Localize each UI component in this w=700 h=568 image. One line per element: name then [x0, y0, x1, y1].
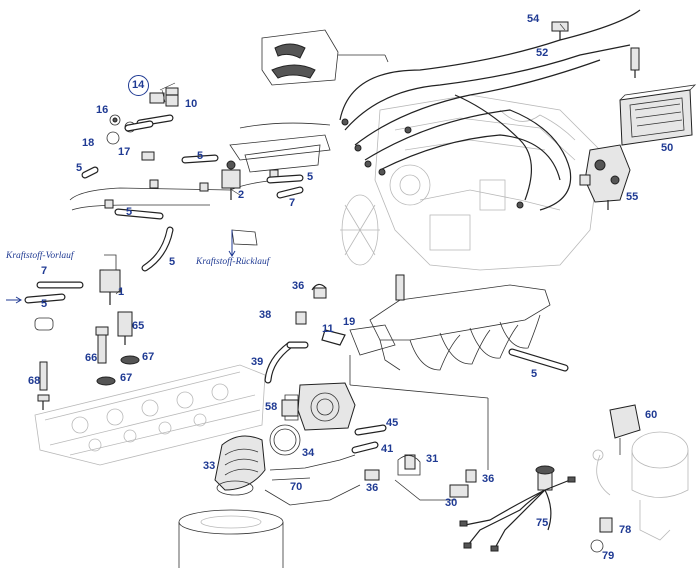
part-label-5-b: 5 [197, 150, 204, 162]
part-label-79: 79 [602, 550, 615, 562]
part-label-1: 1 [118, 286, 125, 298]
part-label-70: 70 [290, 481, 303, 493]
part-label-5-g: 5 [531, 368, 538, 380]
part-label-75: 75 [536, 517, 549, 529]
part-label-7-b: 7 [41, 265, 48, 277]
part-label-31: 31 [426, 453, 439, 465]
part-label-68: 68 [28, 375, 41, 387]
part-label-78: 78 [619, 524, 632, 536]
engine-block-ghost [340, 94, 601, 271]
part-label-36-c: 36 [366, 482, 379, 494]
part-label-50: 50 [661, 142, 674, 154]
part-label-36-b: 36 [482, 473, 495, 485]
part-label-14: 14 [132, 79, 145, 91]
part-label-45: 45 [386, 417, 399, 429]
part-label-10: 10 [185, 98, 198, 110]
cylinder-head [34, 364, 266, 466]
part-label-5-e: 5 [169, 256, 176, 268]
fuel-return-annotation: Kraftstoff-Rücklauf [196, 257, 270, 267]
throttle-assembly [178, 283, 477, 568]
leader-lines [115, 23, 566, 295]
part-label-67-a: 67 [142, 351, 155, 363]
part-label-34: 34 [302, 447, 315, 459]
part-label-2: 2 [238, 189, 245, 201]
part-label-7-a: 7 [289, 197, 296, 209]
part-label-67-b: 67 [120, 372, 133, 384]
part-label-5-f: 5 [41, 298, 48, 310]
glow-plugs [37, 311, 140, 410]
part-label-65: 65 [132, 320, 145, 332]
wiring-harness [339, 9, 641, 211]
part-label-60: 60 [645, 409, 658, 421]
part-label-16: 16 [96, 104, 109, 116]
sensor-harness-75 [459, 465, 613, 553]
part-label-36-a: 36 [292, 280, 305, 292]
part-label-33: 33 [203, 460, 216, 472]
part-label-39: 39 [251, 356, 264, 368]
part-label-11: 11 [322, 323, 334, 335]
part-label-5-d: 5 [126, 206, 133, 218]
part-label-30: 30 [445, 497, 458, 509]
injector-parts [106, 87, 179, 161]
intake-manifold [349, 274, 569, 470]
part-label-66: 66 [85, 352, 98, 364]
part-label-41: 41 [381, 443, 394, 455]
part-label-17: 17 [118, 146, 131, 158]
fuel-feed-annotation: Kraftstoff-Vorlauf [6, 251, 74, 261]
part-label-14-circle [128, 75, 149, 96]
part-label-38: 38 [259, 309, 272, 321]
distributor-60 [592, 404, 689, 541]
part-label-18: 18 [82, 137, 95, 149]
control-unit-50 [619, 84, 697, 146]
rotor-inset [261, 29, 389, 86]
part-label-55: 55 [626, 191, 639, 203]
part-label-5-a: 5 [76, 162, 83, 174]
fuel-rail-assembly [6, 114, 331, 331]
part-label-52: 52 [536, 47, 549, 59]
part-label-54: 54 [527, 13, 540, 25]
ignition-module-55 [579, 144, 631, 210]
part-label-19: 19 [343, 316, 356, 328]
part-label-58: 58 [265, 401, 278, 413]
part-label-5-c: 5 [307, 171, 314, 183]
